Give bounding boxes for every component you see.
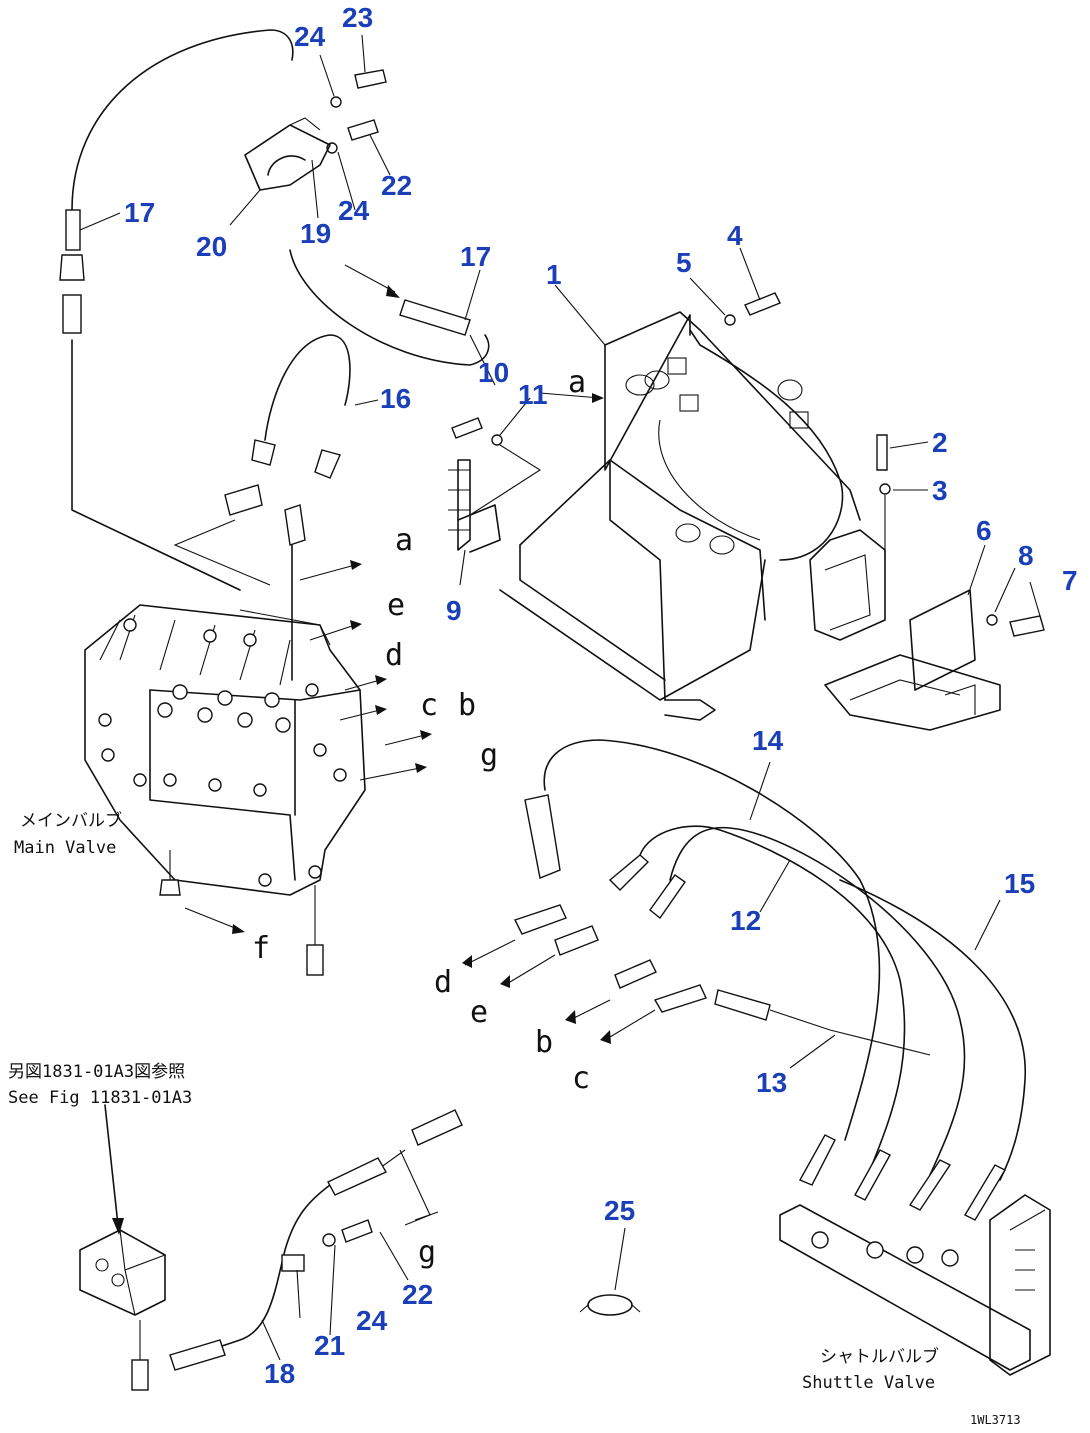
part-number-10: 10 <box>478 357 509 388</box>
letter-e-bottom: e <box>470 995 488 1030</box>
part-number-24c: 24 <box>356 1305 388 1336</box>
part-number-8: 8 <box>1018 540 1034 571</box>
letter-g-left: g <box>480 738 498 773</box>
letter-b-bottom: b <box>535 1025 553 1060</box>
part-number-16: 16 <box>380 383 411 414</box>
captions: メインバルブ Main Valve 另図1831-01A3図参照 See Fig… <box>8 810 1021 1427</box>
part-number-4: 4 <box>727 220 743 251</box>
reference-block <box>79 1109 641 1391</box>
part-number-24a: 24 <box>294 21 326 52</box>
bracket-assembly <box>499 311 886 721</box>
part-number-14: 14 <box>752 725 784 756</box>
letter-e-left: e <box>387 588 405 623</box>
part-number-11: 11 <box>518 379 548 410</box>
part-number-7: 7 <box>1062 565 1078 596</box>
part-number-2: 2 <box>932 427 948 458</box>
main-valve-label-en: Main Valve <box>14 838 116 858</box>
part-number-1: 1 <box>546 259 562 290</box>
part-number-15: 15 <box>1004 868 1035 899</box>
letter-a-top: a <box>568 365 586 400</box>
part-number-9: 9 <box>446 595 462 626</box>
part-number-17a: 17 <box>124 197 155 228</box>
part-number-5: 5 <box>676 247 692 278</box>
part-number-13: 13 <box>756 1067 787 1098</box>
part-number-17b: 17 <box>460 241 491 272</box>
letter-c-left: c <box>420 688 438 723</box>
part-number-25: 25 <box>604 1195 635 1226</box>
part-number-23: 23 <box>342 2 373 33</box>
part-number-6: 6 <box>976 515 992 546</box>
letter-c-bottom: c <box>572 1061 590 1096</box>
see-fig-label-jp: 另図1831-01A3図参照 <box>8 1062 185 1082</box>
part-number-12: 12 <box>730 905 761 936</box>
part-number-19: 19 <box>300 218 331 249</box>
shuttle-valve-label-en: Shuttle Valve <box>802 1373 935 1393</box>
main-valve-label-jp: メインバルブ <box>20 810 122 831</box>
part-number-20: 20 <box>196 231 227 262</box>
letter-d-bottom: d <box>434 965 452 1000</box>
part-number-21: 21 <box>314 1330 345 1361</box>
main-valve <box>84 392 604 976</box>
shuttle-valve <box>779 1134 1051 1376</box>
drawing-code: 1WL3713 <box>970 1413 1021 1427</box>
leader-lines <box>79 34 1041 1361</box>
see-fig-label-en: See Fig 11831-01A3 <box>8 1088 192 1108</box>
lower-fittings <box>462 794 771 1044</box>
letter-f: f <box>252 931 270 966</box>
shuttle-valve-label-jp: シャトルバルブ <box>820 1346 939 1367</box>
letter-b-left: b <box>458 688 476 723</box>
plate-6 <box>824 589 1045 731</box>
part-number-18: 18 <box>264 1358 295 1389</box>
part-number-callouts: 1 2 3 4 5 6 7 8 9 10 11 12 13 14 15 16 1… <box>124 2 1078 1389</box>
part-number-24b: 24 <box>338 195 370 226</box>
part-number-3: 3 <box>932 475 948 506</box>
connection-letters: a a e d c b g f d e b c g <box>252 365 590 1270</box>
letter-d-left: d <box>385 638 403 673</box>
part-number-22b: 22 <box>402 1279 433 1310</box>
small-fasteners <box>59 69 891 560</box>
letter-g-bottom: g <box>418 1235 436 1270</box>
part-number-22a: 22 <box>381 170 412 201</box>
letter-a-left: a <box>395 523 413 558</box>
